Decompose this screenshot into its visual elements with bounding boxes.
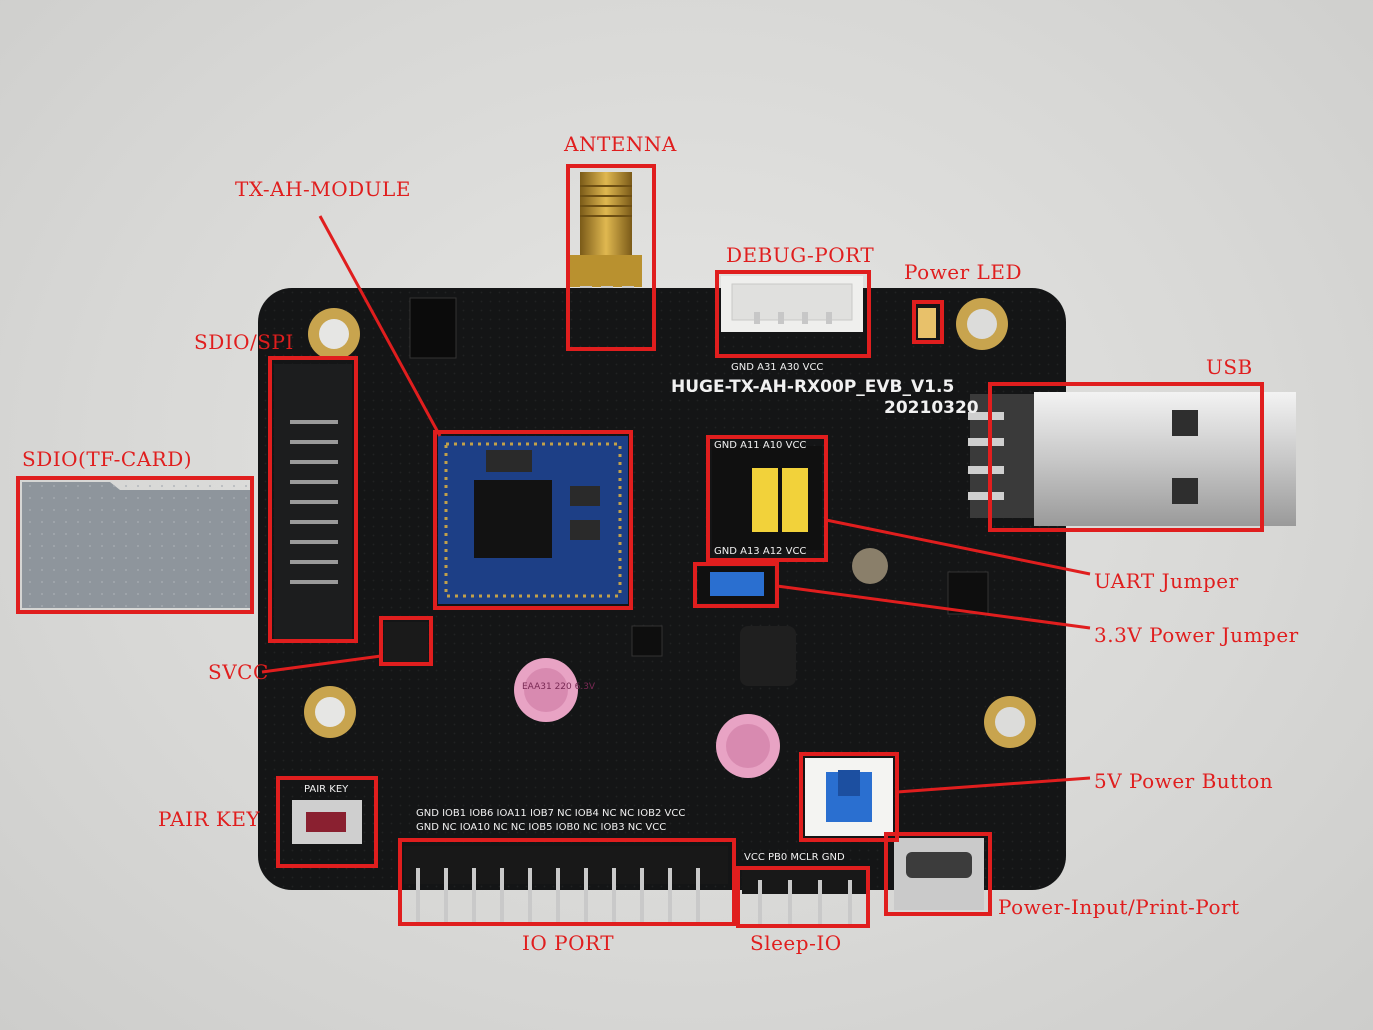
board-name: HUGE-TX-AH-RX00P_EVB_V1.5	[671, 377, 955, 397]
label-power-input: Power-Input/Print-Port	[998, 895, 1240, 919]
label-sdio-tf: SDIO(TF-CARD)	[22, 447, 193, 471]
antenna-box	[566, 164, 656, 351]
mounting-hole	[304, 686, 356, 738]
tx-ah-module	[438, 436, 628, 604]
tx-module-box	[433, 430, 633, 610]
label-usb: USB	[1206, 355, 1253, 379]
label-sleep-io: Sleep-IO	[750, 931, 842, 955]
mounting-hole	[956, 298, 1008, 350]
uart-leader	[825, 518, 1091, 576]
capacitor-label: EAA31 220 6.3V	[522, 682, 596, 692]
tx-module-leader	[318, 215, 442, 437]
sleep-header	[742, 870, 866, 924]
ic-chip	[631, 625, 663, 657]
pair-key-box	[276, 776, 378, 868]
debug-pin-labels: GND A31 A30 VCC	[731, 362, 824, 373]
sd-connector	[274, 364, 352, 639]
label-sdio-spi: SDIO/SPI	[194, 330, 294, 354]
sdio-spi-box	[268, 356, 358, 643]
uart-jumper-box	[706, 435, 828, 562]
io-row1-labels: GND IOB1 IOB6 IOA11 IOB7 NC IOB4 NC NC I…	[416, 808, 686, 819]
micro-usb-port	[894, 838, 984, 910]
svcc-box	[379, 616, 433, 666]
svcc-leader	[261, 654, 382, 674]
label-io-port: IO PORT	[522, 931, 615, 955]
power-jumper-leader	[776, 584, 1091, 630]
label-debug-port: DEBUG-PORT	[726, 243, 875, 267]
power-input-box	[884, 832, 992, 916]
capacitor	[852, 548, 888, 584]
io-header	[404, 846, 728, 922]
pair-key-silk: PAIR KEY	[304, 784, 349, 795]
uart-top-pin-labels: GND A11 A10 VCC	[714, 440, 807, 451]
uart-jumper	[712, 446, 822, 550]
label-svcc: SVCC	[208, 660, 269, 684]
inductor	[740, 626, 796, 686]
label-five-v-button: 5V Power Button	[1094, 769, 1274, 793]
svcc-resistor	[384, 622, 428, 662]
mounting-hole	[984, 696, 1036, 748]
ic-chip	[409, 297, 457, 359]
annotation-boxes	[16, 164, 1264, 928]
capacitor	[514, 658, 578, 722]
power-jumper	[698, 567, 774, 603]
label-uart-jumper: UART Jumper	[1094, 569, 1239, 593]
uart-bottom-pin-labels: GND A13 A12 VCC	[714, 546, 807, 557]
leader-lines	[261, 215, 1091, 794]
sd-card	[22, 482, 250, 608]
label-tx-module: TX-AH-MODULE	[235, 177, 411, 201]
five-v-button-box	[799, 752, 899, 842]
board-date: 20210320	[884, 398, 979, 418]
sleep-io-box	[736, 866, 870, 928]
label-antenna: ANTENNA	[564, 132, 677, 156]
debug-port-box	[715, 270, 871, 358]
ic-chip	[947, 571, 989, 615]
power-jumper-box	[693, 562, 779, 608]
capacitor	[716, 714, 780, 778]
label-power-led: Power LED	[904, 260, 1022, 284]
io-port-box	[398, 838, 736, 926]
five-v-leader	[896, 776, 1091, 794]
label-power-jumper: 3.3V Power Jumper	[1094, 623, 1299, 647]
power-led-box	[912, 300, 944, 344]
five-v-power-button	[805, 758, 893, 836]
label-pair-key: PAIR KEY	[158, 807, 261, 831]
power-led	[918, 308, 936, 338]
pair-key-button	[292, 800, 362, 844]
sleep-pin-labels: VCC PB0 MCLR GND	[744, 852, 845, 863]
debug-connector	[721, 276, 863, 332]
usb-connector	[968, 392, 1296, 526]
sd-card-box	[16, 476, 254, 614]
io-row2-labels: GND NC IOA10 NC NC IOB5 IOB0 NC IOB3 NC …	[416, 822, 667, 833]
usb-box	[988, 382, 1264, 532]
mounting-hole	[308, 308, 360, 360]
